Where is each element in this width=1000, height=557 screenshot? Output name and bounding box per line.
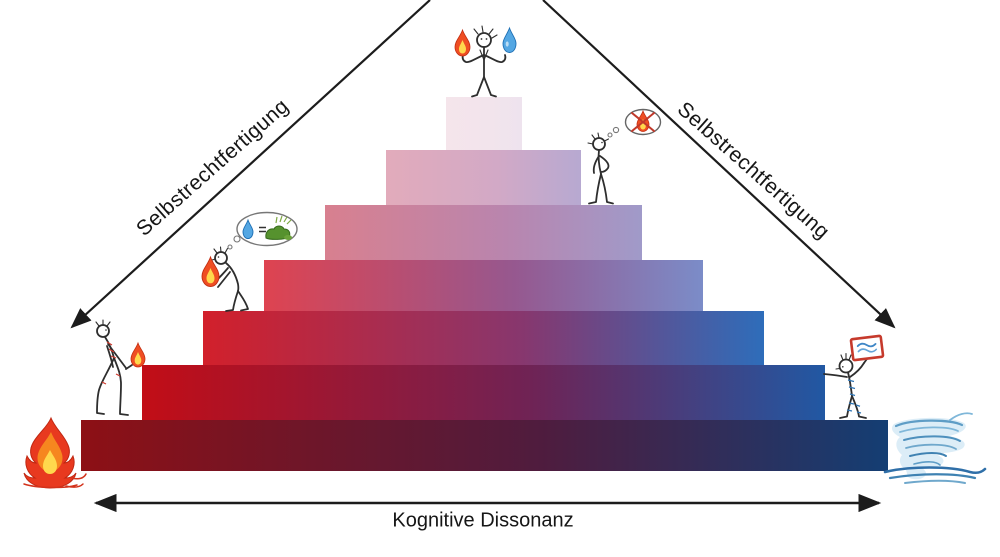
pyramid-step-7	[446, 97, 522, 150]
pyramid-step-6	[386, 150, 581, 205]
label-kognitive-dissonanz: Kognitive Dissonanz	[392, 509, 574, 532]
pyramid-step-2	[142, 365, 825, 420]
pyramid-step-4	[264, 260, 703, 311]
pyramid-step-1	[81, 420, 888, 471]
pyramid-step-5	[325, 205, 642, 260]
pyramid-step-3	[203, 311, 764, 365]
